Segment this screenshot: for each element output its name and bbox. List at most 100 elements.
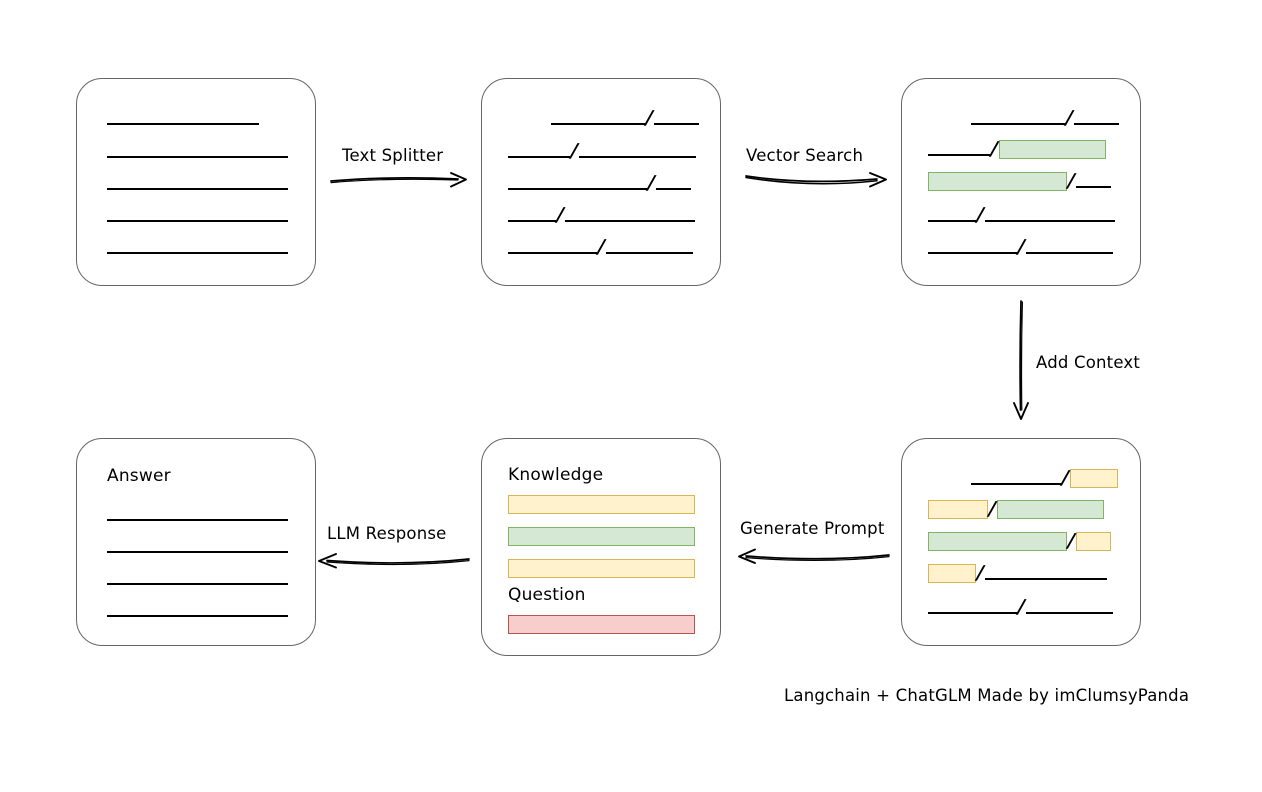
slash-separator: / — [556, 204, 565, 226]
text-line — [508, 156, 570, 158]
knowledge-chip-3[interactable] — [508, 559, 695, 578]
context-added-chunks-box[interactable]: / / / / / — [901, 438, 1141, 646]
slash-separator: / — [1067, 170, 1076, 192]
source-document-box[interactable] — [76, 78, 316, 286]
doc-line-row — [107, 174, 288, 192]
doc-line-row: / — [928, 170, 1111, 192]
text-line — [653, 123, 699, 125]
answer-box[interactable]: Answer — [76, 438, 316, 646]
context-chunk-chip[interactable] — [928, 499, 988, 519]
slash-separator: / — [976, 204, 985, 226]
answer-label: Answer — [107, 466, 171, 486]
doc-line-row: / — [508, 107, 699, 129]
context-chunk-chip[interactable] — [928, 563, 976, 583]
vector-search-arrow — [745, 172, 887, 188]
knowledge-chip-2[interactable] — [508, 527, 695, 546]
matched-chunk-chip[interactable] — [996, 499, 1104, 519]
knowledge-chip-1[interactable] — [508, 495, 695, 514]
text-line — [107, 252, 288, 254]
doc-line-row — [107, 238, 288, 256]
context-chunk-chip[interactable] — [1069, 468, 1118, 488]
slash-separator: / — [990, 138, 999, 160]
doc-line-row: / — [928, 107, 1119, 129]
text-line — [107, 519, 288, 521]
add-context-arrow — [1013, 300, 1029, 420]
text-line — [107, 551, 288, 553]
prompt-box[interactable]: Knowledge Question — [481, 438, 721, 656]
slash-separator: / — [1017, 236, 1026, 258]
generate-prompt-arrow — [738, 548, 890, 564]
doc-line-row — [107, 569, 288, 587]
slash-separator: / — [570, 140, 579, 162]
text-line — [655, 188, 691, 190]
doc-line-row: / — [508, 204, 695, 226]
arrow-label-text-splitter: Text Splitter — [342, 146, 444, 165]
split-chunks-box[interactable]: / / / / / — [481, 78, 721, 286]
text-line — [107, 188, 288, 190]
text-line — [928, 612, 1017, 614]
slash-separator: / — [1061, 467, 1070, 489]
question-chip[interactable] — [508, 615, 695, 634]
doc-line-row — [107, 206, 288, 224]
slash-separator: / — [1017, 596, 1026, 618]
matched-chunk-chip[interactable] — [998, 139, 1106, 159]
doc-line-row — [107, 537, 288, 555]
doc-line-row: / — [508, 236, 693, 258]
slash-separator: / — [1067, 530, 1076, 552]
doc-line-row: / — [508, 172, 691, 194]
text-line — [1025, 252, 1113, 254]
text-line — [928, 220, 976, 222]
slash-separator: / — [647, 172, 656, 194]
matched-chunk-chip[interactable] — [928, 531, 1067, 551]
text-line — [107, 220, 288, 222]
slash-separator: / — [597, 236, 606, 258]
text-line — [508, 252, 597, 254]
text-line — [578, 156, 696, 158]
arrow-label-generate-prompt: Generate Prompt — [740, 519, 885, 538]
doc-line-row — [107, 109, 259, 127]
text-line — [508, 188, 647, 190]
text-line — [928, 154, 990, 156]
text-line — [971, 483, 1061, 485]
text-line — [107, 583, 288, 585]
slash-separator: / — [976, 562, 985, 584]
text-line — [984, 220, 1115, 222]
matched-chunk-chip[interactable] — [928, 171, 1067, 191]
doc-line-row: / — [928, 562, 1107, 584]
knowledge-label: Knowledge — [508, 465, 604, 485]
text-line — [1075, 186, 1111, 188]
slash-separator: / — [988, 498, 997, 520]
arrow-label-vector-search: Vector Search — [746, 146, 864, 165]
doc-line-row: / — [928, 530, 1111, 552]
doc-line-row — [107, 505, 288, 523]
context-chunk-chip[interactable] — [1075, 531, 1111, 551]
doc-line-row: / — [928, 467, 1118, 489]
doc-line-row — [107, 601, 288, 619]
doc-line-row: / — [928, 138, 1106, 160]
doc-line-row: / — [928, 204, 1115, 226]
text-line — [107, 123, 259, 125]
text-line — [107, 615, 288, 617]
text-line — [971, 123, 1065, 125]
doc-line-row: / — [928, 596, 1113, 618]
text-line — [107, 156, 288, 158]
arrow-label-llm-response: LLM Response — [327, 524, 447, 543]
text-line — [564, 220, 695, 222]
doc-line-row — [107, 142, 288, 160]
doc-line-row: / — [508, 140, 696, 162]
footer-credit: Langchain + ChatGLM Made by imClumsyPand… — [784, 686, 1190, 705]
arrow-label-add-context: Add Context — [1036, 353, 1141, 372]
text-splitter-arrow — [330, 172, 467, 188]
text-line — [605, 252, 693, 254]
text-line — [551, 123, 645, 125]
vector-matched-chunks-box[interactable]: / / / / / — [901, 78, 1141, 286]
slash-separator: / — [1065, 107, 1074, 129]
text-line — [928, 252, 1017, 254]
doc-line-row: / — [928, 236, 1113, 258]
text-line — [508, 220, 556, 222]
text-line — [1025, 612, 1113, 614]
question-label: Question — [508, 585, 586, 605]
slash-separator: / — [645, 107, 654, 129]
doc-line-row: / — [928, 498, 1104, 520]
